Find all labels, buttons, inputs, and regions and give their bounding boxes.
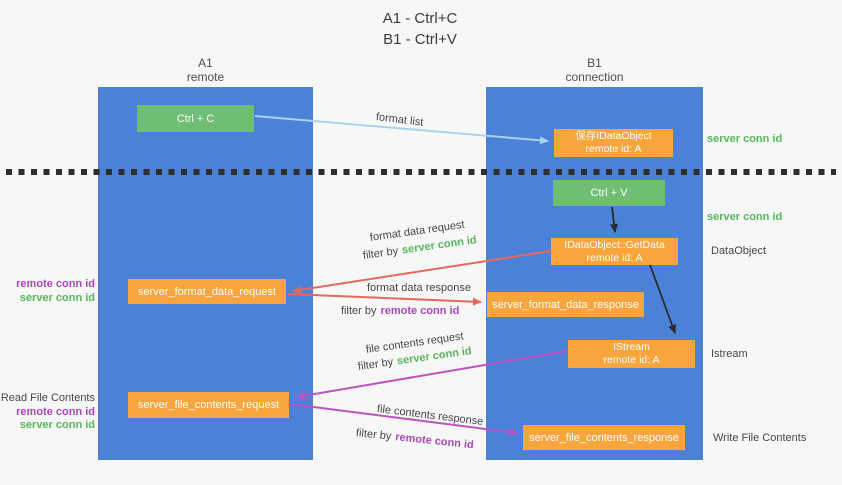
- node-server-file-contents-response: server_file_contents_response: [523, 425, 685, 450]
- title-line-1: A1 - Ctrl+C: [382, 10, 458, 27]
- left-conn-id-labels-file: Read File Contents remote conn id server…: [0, 392, 95, 433]
- node-server-format-data-response-label: server_format_data_response: [492, 298, 639, 311]
- node-server-file-contents-request: server_file_contents_request: [128, 392, 289, 418]
- node-save-idataobject: 保存IDataObject remote id: A: [554, 129, 673, 157]
- remote-conn-id-text: remote conn id: [380, 305, 460, 317]
- filter-by-text: filter by: [355, 427, 392, 443]
- side-label-read-file-contents: Read File Contents: [0, 392, 95, 404]
- side-label-istream: Istream: [711, 348, 748, 360]
- node-save-idataobject-line2: remote id: A: [585, 143, 642, 155]
- node-ctrl-c: Ctrl + C: [137, 105, 254, 132]
- node-istream-line2: remote id: A: [603, 354, 660, 366]
- arrow-format-data-response: [287, 293, 482, 306]
- left-server-conn-id-2: server conn id: [19, 419, 95, 431]
- node-server-format-data-request-label: server_format_data_request: [137, 285, 277, 298]
- side-label-dataobject: DataObject: [711, 245, 767, 257]
- filter-by-text: filter by: [341, 305, 377, 317]
- side-label-write-file-contents: Write File Contents: [713, 432, 807, 444]
- column-b1-title: B1: [587, 56, 602, 70]
- edge-label-format-list: format list: [375, 111, 425, 129]
- column-b1-subtitle: connection: [565, 70, 624, 84]
- diagram-title: A1 - Ctrl+C B1 - Ctrl+V: [300, 8, 540, 50]
- side-label-server-conn-id-top: server conn id: [707, 133, 783, 145]
- node-server-format-data-request: server_format_data_request: [128, 279, 286, 304]
- node-ctrl-v: Ctrl + V: [553, 180, 665, 206]
- node-ctrl-c-label: Ctrl + C: [176, 112, 215, 125]
- side-label-server-conn-id-mid: server conn id: [707, 211, 783, 223]
- column-a1-subtitle: remote: [186, 70, 225, 84]
- remote-conn-id-text: remote conn id: [394, 431, 475, 452]
- node-istream: IStream remote id: A: [568, 340, 695, 368]
- filter-by-text: filter by: [362, 245, 399, 262]
- node-idataobject-getdata: IDataObject::GetData remote id: A: [551, 238, 678, 265]
- node-server-format-data-response: server_format_data_response: [487, 292, 644, 317]
- column-header-b1: B1 connection: [486, 56, 703, 84]
- node-idataobject-getdata-line2: remote id: A: [586, 251, 643, 264]
- left-conn-id-labels-format: remote conn id server conn id: [0, 278, 95, 305]
- edge-label-format-data-response: format data response: [367, 282, 471, 294]
- node-server-file-contents-response-label: server_file_contents_response: [529, 431, 679, 444]
- column-header-a1: A1 remote: [98, 56, 313, 84]
- node-save-idataobject-line1: 保存IDataObject: [575, 130, 652, 142]
- node-ctrl-v-label: Ctrl + V: [590, 187, 628, 199]
- left-remote-conn-id-1: remote conn id: [16, 278, 95, 290]
- left-server-conn-id-1: server conn id: [19, 291, 95, 304]
- node-idataobject-getdata-line1: IDataObject::GetData: [564, 238, 665, 251]
- title-line-2: B1 - Ctrl+V: [383, 31, 457, 48]
- session-separator-dotted-line: [6, 169, 836, 175]
- node-istream-line1: IStream: [613, 341, 650, 353]
- filter-by-text: filter by: [357, 356, 394, 373]
- edge-label-file-contents-response: file contents response: [376, 403, 484, 428]
- left-remote-conn-id-2: remote conn id: [16, 405, 95, 418]
- node-server-file-contents-request-label: server_file_contents_request: [137, 399, 280, 411]
- column-a1-title: A1: [198, 56, 213, 70]
